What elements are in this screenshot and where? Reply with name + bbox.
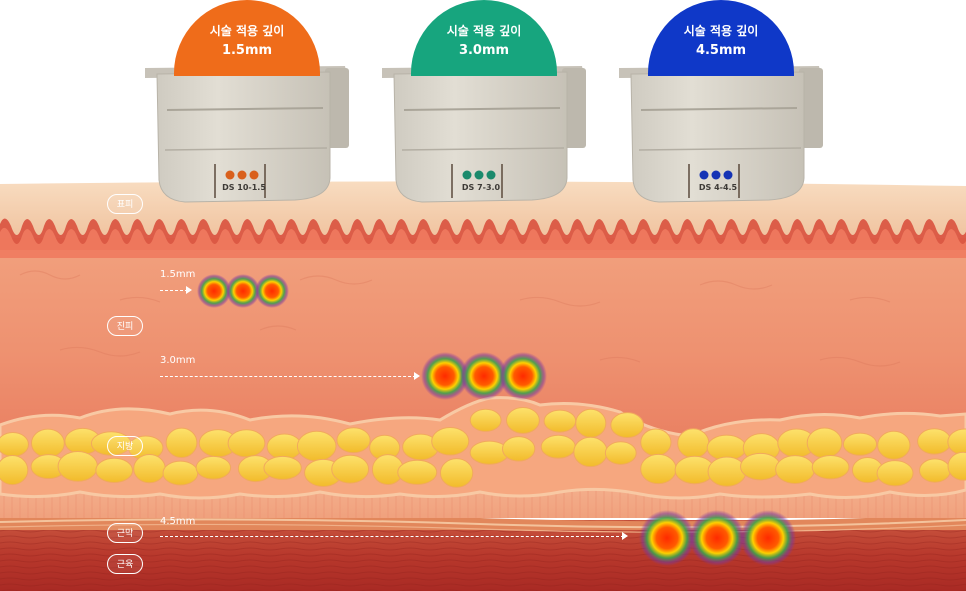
fat-cell	[95, 457, 134, 484]
layer-label-fat: 지방	[107, 436, 143, 456]
focal-point-3-1	[639, 510, 695, 566]
cartridge-3-indicator-dot	[711, 170, 721, 180]
fat-cell	[707, 456, 747, 487]
fat-cell	[543, 409, 577, 433]
focal-point-2-1	[421, 352, 469, 400]
depth-value-1: 1.5mm	[221, 43, 273, 58]
depth-marker-label-1: 1.5mm	[160, 269, 196, 280]
fat-cell	[0, 455, 29, 486]
fat-cell	[469, 408, 502, 432]
cartridge-3	[619, 66, 823, 203]
fat-cell	[575, 408, 607, 438]
fat-cell	[30, 428, 65, 458]
fat-cell	[336, 427, 371, 454]
depth-value-3: 4.5mm	[695, 43, 747, 58]
cartridge-2-indicator-dot	[486, 170, 496, 180]
fat-cell	[397, 459, 438, 485]
layer-label-dermis: 진피	[107, 316, 143, 336]
fat-cell	[296, 430, 337, 462]
cartridge-1-indicator-dot	[225, 170, 235, 180]
fat-cell	[540, 434, 576, 459]
fat-cell	[506, 406, 540, 434]
fat-cell	[876, 460, 914, 487]
depth-arrow-2	[160, 372, 420, 380]
fat-cell	[501, 436, 536, 462]
cartridge-1-indicator-dot	[249, 170, 259, 180]
depth-heading-2: 시술 적용 깊이	[446, 24, 522, 38]
cartridge-1-indicator-dot	[237, 170, 247, 180]
depth-arrow-1	[160, 286, 192, 294]
fat-cell	[439, 458, 474, 488]
fat-cell	[573, 436, 608, 468]
fat-cell	[917, 428, 952, 455]
cartridge-model-2: DS 7-3.0	[461, 183, 501, 192]
fat-cell	[775, 455, 815, 484]
cartridge-2-indicator-dot	[474, 170, 484, 180]
fat-cell	[610, 412, 645, 439]
cartridge-3-indicator-dot	[699, 170, 709, 180]
fat-cell	[919, 458, 951, 483]
cartridge-2	[382, 66, 586, 203]
cartridge-model-1: DS 10-1.5	[222, 183, 266, 192]
focal-point-2-3	[499, 352, 547, 400]
fat-cell	[842, 432, 878, 456]
fat-cell	[640, 453, 677, 485]
fat-cell	[266, 433, 303, 460]
depth-arrow-3	[160, 532, 628, 540]
focal-point-1-2	[226, 274, 260, 308]
fat-cell	[162, 460, 199, 486]
depth-marker-label-2: 3.0mm	[160, 355, 196, 366]
fat-cell	[331, 454, 370, 484]
focal-point-2-2	[460, 352, 508, 400]
fat-cell	[263, 455, 302, 480]
focal-point-3-2	[689, 510, 745, 566]
depth-value-2: 3.0mm	[458, 43, 510, 58]
fat-cell	[195, 455, 232, 480]
layer-label-fascia: 근막	[107, 523, 143, 543]
layer-label-epidermis: 표피	[107, 194, 143, 214]
focal-point-1-3	[255, 274, 289, 308]
fat-cell	[640, 428, 672, 457]
fat-cell	[0, 432, 29, 457]
fat-cell	[811, 455, 850, 480]
depth-heading-3: 시술 적용 깊이	[683, 24, 759, 38]
fat-cell	[877, 430, 911, 460]
depth-heading-1: 시술 적용 깊이	[209, 24, 285, 38]
fat-cell	[806, 427, 843, 459]
cartridge-3-indicator-dot	[723, 170, 733, 180]
layer-label-muscle: 근육	[107, 554, 143, 574]
cartridge-1	[145, 66, 349, 203]
fat-cell	[57, 451, 98, 482]
depth-marker-label-3: 4.5mm	[160, 516, 196, 527]
fat-cell	[740, 452, 781, 481]
focal-point-3-3	[740, 510, 796, 566]
fat-cell	[604, 441, 637, 465]
cartridge-model-3: DS 4-4.5	[698, 183, 738, 192]
fat-cell	[677, 428, 710, 459]
fat-cell	[431, 426, 470, 456]
cartridge-2-indicator-dot	[462, 170, 472, 180]
fat-cell	[947, 451, 966, 481]
focal-point-1-1	[197, 274, 231, 308]
fat-cell	[165, 427, 198, 459]
fat-cell	[133, 454, 166, 484]
fat-cell	[227, 429, 266, 458]
